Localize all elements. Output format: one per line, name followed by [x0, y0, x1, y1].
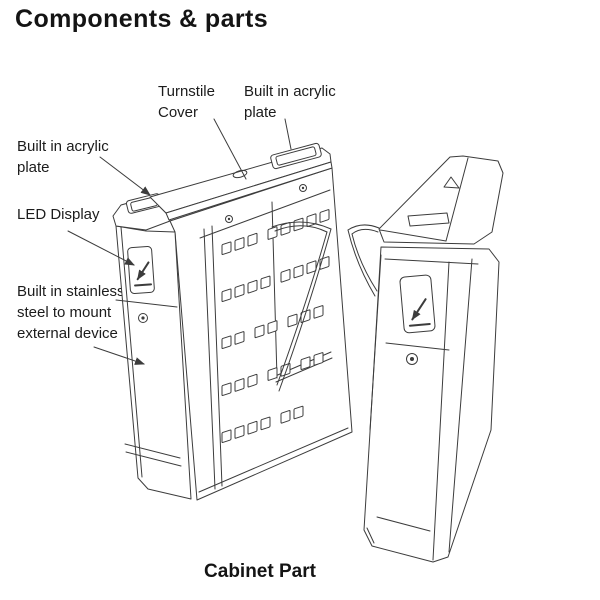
led-display-window-right	[399, 274, 436, 334]
label-acrylic-plate-top: Built in acrylic plate	[244, 83, 336, 121]
perforation-grid	[221, 209, 330, 443]
leader-led-display	[67, 230, 135, 266]
front-panel-seam	[115, 299, 178, 308]
screw-icon	[225, 215, 233, 223]
figure-caption: Cabinet Part	[204, 561, 316, 582]
leader-acrylic-plate-left	[99, 156, 151, 196]
led-display-window	[127, 245, 155, 295]
cover-triangle-mark	[443, 176, 460, 189]
lock-keyhole-right	[406, 353, 418, 365]
led-arrow-icon	[136, 261, 150, 281]
left-cabinet	[112, 142, 353, 501]
right-cabinet	[347, 155, 504, 563]
cover-slot	[407, 212, 450, 227]
corner-bend-line	[203, 228, 216, 490]
leader-lines	[67, 118, 292, 365]
acrylic-plate-rear	[270, 142, 322, 170]
led-arrow-icon	[411, 298, 427, 321]
label-led-display: LED Display	[17, 206, 100, 223]
cover-handle-hole	[232, 169, 248, 179]
leader-stainless-mount	[93, 346, 145, 365]
page-title: Components & parts	[15, 5, 269, 33]
leader-turnstile-cover	[213, 118, 247, 180]
label-stainless-mount: Built in stainless steel to mount extern…	[17, 283, 125, 342]
label-acrylic-plate-left: Built in acrylic plate	[17, 138, 109, 176]
screw-icon	[299, 184, 307, 192]
barrier-wing	[271, 221, 332, 392]
right-cabinet-cover	[378, 155, 504, 245]
lock-keyhole	[138, 313, 148, 323]
leader-acrylic-plate-top	[284, 118, 292, 150]
label-turnstile-cover: Turnstile Cover	[158, 83, 215, 121]
left-cabinet-front-panel	[115, 225, 192, 500]
right-cabinet-body	[363, 246, 500, 563]
barrier-wing-right	[347, 224, 380, 297]
front-panel-seam-right	[385, 342, 450, 351]
